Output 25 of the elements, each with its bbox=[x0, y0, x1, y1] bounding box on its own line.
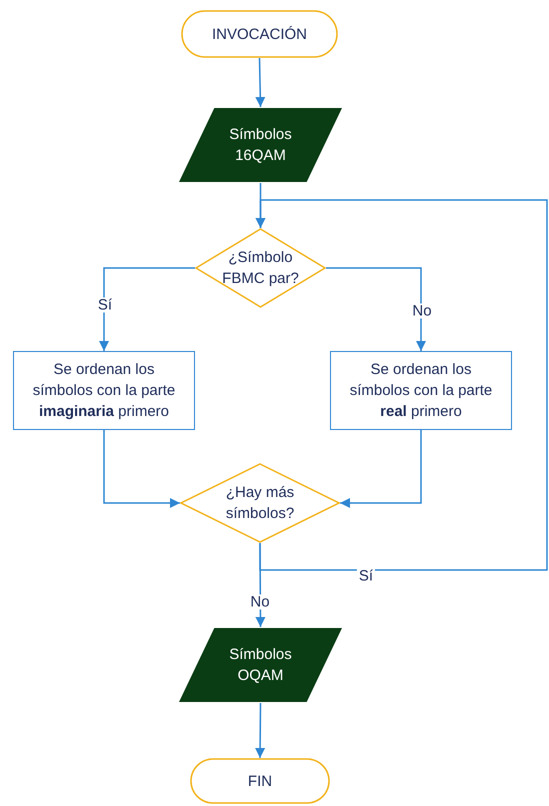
process-box bbox=[13, 351, 195, 430]
arrow bbox=[255, 58, 266, 108]
edge-label: Sí bbox=[356, 568, 376, 584]
node-text: ¿Símbolo FBMC par? bbox=[221, 248, 300, 289]
arrow bbox=[103, 430, 180, 508]
decision-diamond bbox=[180, 463, 340, 543]
node-text: Se ordenan los símbolos con la parte imaginaria primero bbox=[32, 360, 176, 422]
node-text: ¿Hay más símbolos? bbox=[224, 483, 296, 524]
arrow bbox=[256, 199, 548, 571]
decision-diamond bbox=[195, 228, 326, 308]
arrow bbox=[326, 267, 426, 351]
node-text: Símbolos 16QAM bbox=[228, 125, 293, 166]
terminal-shape bbox=[190, 758, 330, 804]
node-text: FIN bbox=[246, 772, 274, 792]
edge-label: Sí bbox=[96, 298, 114, 312]
data-parallelogram bbox=[178, 107, 343, 183]
arrow bbox=[255, 703, 266, 758]
data-parallelogram bbox=[178, 627, 343, 703]
node-text: Se ordenan los símbolos con la parte real primero bbox=[348, 360, 494, 422]
arrow bbox=[99, 267, 195, 351]
node-text: INVOCACIÓN bbox=[210, 24, 308, 44]
terminal-shape bbox=[181, 10, 338, 58]
node-text: Símbolos OQAM bbox=[228, 645, 293, 686]
arrow bbox=[340, 430, 422, 508]
process-box bbox=[330, 351, 512, 430]
